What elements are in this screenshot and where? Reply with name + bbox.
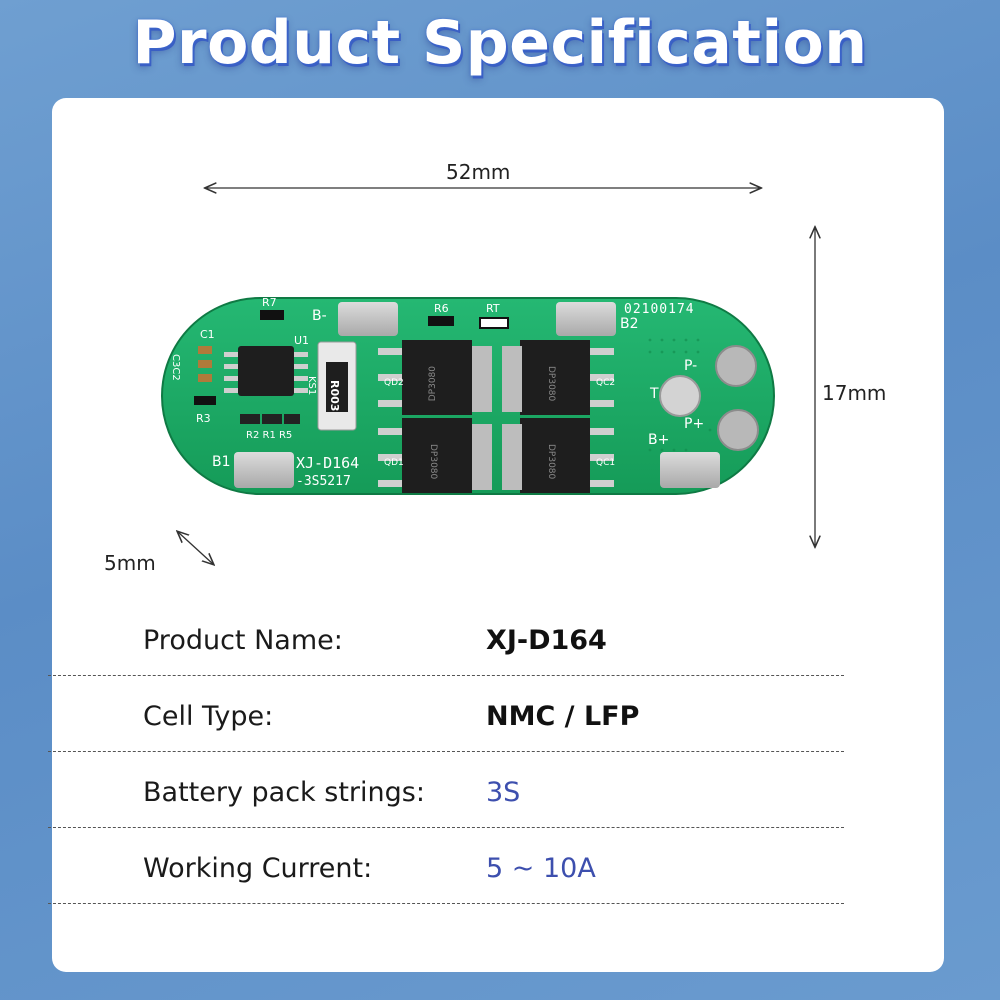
spec-value: XJ-D164 <box>486 625 607 656</box>
mosfet-marking-3: DP3080 <box>428 444 438 480</box>
spec-row-working-current: Working Current: 5 ~ 10A <box>48 828 844 904</box>
divider <box>48 903 844 904</box>
divider <box>48 827 844 828</box>
silk-ks1: KS1 <box>306 376 317 396</box>
pad-b-minus <box>338 302 398 336</box>
silk-b2: B2 <box>620 316 639 332</box>
silk-u1: U1 <box>294 334 310 347</box>
page-title: Product Specification <box>132 8 868 78</box>
silk-p-minus: P- <box>684 358 698 374</box>
pad-b2 <box>556 302 616 336</box>
spec-label: Battery pack strings: <box>143 777 425 808</box>
length-label: 52mm <box>446 160 511 184</box>
silk-t: T <box>650 386 659 402</box>
pad-b1 <box>234 452 294 488</box>
spec-label: Working Current: <box>143 853 373 884</box>
pcb-board-image: B- B2 B1 B+ P- P+ T 02100174 R7 R6 RT C1… <box>150 290 790 510</box>
silk-model: XJ-D164 <box>296 454 360 472</box>
spec-label: Cell Type: <box>143 701 274 732</box>
silk-r7: R7 <box>262 296 277 309</box>
pad-p-plus <box>717 409 759 451</box>
thickness-label: 5mm <box>104 551 156 575</box>
silk-rt: RT <box>486 302 500 315</box>
silk-qc1: QC1 <box>596 458 616 468</box>
silk-r3: R3 <box>196 412 211 425</box>
silk-r2r1r5: R2 R1 R5 <box>246 430 293 441</box>
ic-u1 <box>238 346 294 396</box>
width-label: 17mm <box>822 381 887 405</box>
silk-p-plus: P+ <box>684 416 705 432</box>
mosfets <box>378 340 614 493</box>
spec-row-strings: Battery pack strings: 3S <box>48 752 844 828</box>
divider <box>48 675 844 676</box>
silk-submodel: -3S5217 <box>296 474 351 489</box>
pad-p-minus <box>715 345 757 387</box>
silk-c1: C1 <box>200 328 215 341</box>
silk-c3c2: C3C2 <box>170 354 181 381</box>
pad-t <box>659 375 701 417</box>
silk-serial: 02100174 <box>624 302 695 317</box>
silk-qc2: QC2 <box>596 378 616 388</box>
mosfet-marking-1: DP3080 <box>428 366 438 402</box>
silk-qd2: QD2 <box>384 378 404 388</box>
silk-r6: R6 <box>434 302 449 315</box>
mosfet-marking-4: DP3080 <box>546 444 556 480</box>
silk-qd1: QD1 <box>384 458 404 468</box>
spec-row-cell-type: Cell Type: NMC / LFP <box>48 676 844 752</box>
spec-label: Product Name: <box>143 625 343 656</box>
mosfet-marking-2: DP3080 <box>546 366 556 402</box>
silk-b1: B1 <box>212 454 231 470</box>
spec-value: NMC / LFP <box>486 701 640 732</box>
spec-value: 5 ~ 10A <box>486 853 596 884</box>
silk-b-minus: B- <box>312 308 327 324</box>
spec-value: 3S <box>486 777 521 808</box>
silk-b-plus: B+ <box>648 432 670 448</box>
divider <box>48 751 844 752</box>
spec-row-product-name: Product Name: XJ-D164 <box>48 600 844 676</box>
silk-resistor: R003 <box>328 380 341 412</box>
pad-b-plus <box>660 452 720 488</box>
